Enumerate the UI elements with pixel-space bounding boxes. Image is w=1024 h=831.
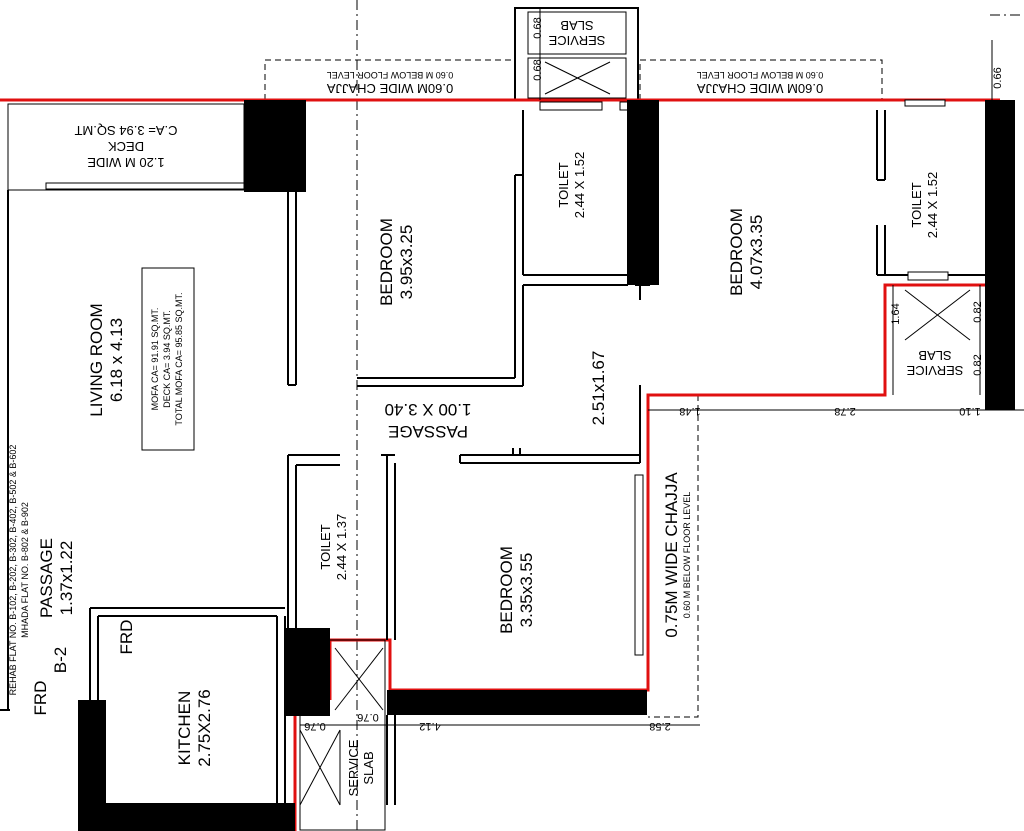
chajja-right-line1: 0.75M WIDE CHAJJA bbox=[662, 472, 681, 638]
chajja-top-right: 0.60M WIDE CHAJJA 0.60 M BELOW FLOOR LEV… bbox=[696, 70, 823, 96]
service-slab-bottom-line1: SERVICE bbox=[346, 739, 361, 796]
toilet3-size: 2.44 X 1.37 bbox=[334, 514, 349, 581]
dim-082b: 0.82 bbox=[972, 354, 984, 375]
service-slab-right-line1: SERVICE bbox=[906, 363, 963, 378]
interior-walls bbox=[0, 99, 985, 831]
chajja-top-left: 0.60M WIDE CHAJJA 0.60 M BELOW FLOOR LEV… bbox=[326, 70, 453, 96]
service-slab-top-label: SERVICE SLAB bbox=[548, 18, 605, 48]
dimension-labels: 0.68 0.68 0.66 1.64 0.82 0.82 1.48 2.78 … bbox=[304, 17, 1004, 732]
bedroom3-label: BEDROOM 3.35x3.55 bbox=[497, 546, 536, 634]
kitchen-name: KITCHEN bbox=[175, 691, 194, 766]
flat-numbers-line2: MHADA FLAT NO. B-802 & B-902 bbox=[20, 502, 30, 638]
area-note-line2: DECK CA= 3.94 SQ.MT. bbox=[162, 310, 172, 408]
toilet1-label: TOILET 2.44 X 1.52 bbox=[556, 152, 587, 219]
bedroom2-size: 4.07x3.35 bbox=[747, 215, 766, 290]
dim-164: 1.64 bbox=[890, 303, 902, 324]
bedroom1-name: BEDROOM bbox=[377, 218, 396, 306]
dim-068a: 0.68 bbox=[532, 17, 544, 38]
chajja-top-left-line1: 0.60M WIDE CHAJJA bbox=[326, 81, 453, 96]
service-slab-bottom-label: SERVICE SLAB bbox=[346, 739, 376, 796]
toilet1-size: 2.44 X 1.52 bbox=[572, 152, 587, 219]
frd-label-1: FRD bbox=[117, 620, 136, 655]
chajja-top-right-line1: 0.60M WIDE CHAJJA bbox=[696, 81, 823, 96]
deck-name: 1.20 M WIDE bbox=[87, 155, 165, 170]
flat-numbers-line1: REHAB FLAT NO. B-102, B-202, B-302, B-40… bbox=[8, 445, 18, 696]
dim-110: 1.10 bbox=[959, 405, 980, 417]
frd-text-1: FRD bbox=[117, 620, 136, 655]
passage-small-label: PASSAGE 1.37x1.22 bbox=[37, 538, 76, 618]
dim-068b: 0.68 bbox=[532, 59, 544, 80]
dim-066: 0.66 bbox=[992, 67, 1004, 88]
frd-text-2: FRD bbox=[31, 681, 50, 716]
toilet3-label: TOILET 2.44 X 1.37 bbox=[318, 514, 349, 581]
area-note-line1: MOFA CA= 91.91 SQ.MT. bbox=[150, 308, 160, 411]
lobby-label: 2.51x1.67 bbox=[589, 351, 608, 426]
passage-main-size: 1.00 X 3.40 bbox=[385, 400, 472, 419]
b2-label: B-2 bbox=[51, 647, 70, 673]
toilet3-name: TOILET bbox=[318, 524, 333, 569]
bedroom2-label: BEDROOM 4.07x3.35 bbox=[727, 208, 766, 296]
bedroom3-size: 3.35x3.55 bbox=[517, 553, 536, 628]
chajja-top-left-line2: 0.60 M BELOW FLOOR LEVEL bbox=[327, 70, 454, 80]
dim-148: 1.48 bbox=[679, 405, 700, 417]
dim-258: 2.58 bbox=[649, 720, 670, 732]
passage-main-name: PASSAGE bbox=[388, 422, 468, 441]
dim-278: 2.78 bbox=[834, 405, 855, 417]
deck-label: 1.20 M WIDE DECK C.A= 3.94 SQ.MT bbox=[74, 123, 177, 170]
dim-082a: 0.82 bbox=[972, 301, 984, 322]
chajja-right: 0.75M WIDE CHAJJA 0.60 M BELOW FLOOR LEV… bbox=[662, 472, 692, 638]
deck-area: C.A= 3.94 SQ.MT bbox=[74, 123, 177, 138]
bedroom3-name: BEDROOM bbox=[497, 546, 516, 634]
dim-412: 4.12 bbox=[419, 720, 440, 732]
toilet1-name: TOILET bbox=[556, 162, 571, 207]
service-slab-top-line1: SERVICE bbox=[548, 33, 605, 48]
toilet2-size: 2.44 X 1.52 bbox=[925, 172, 940, 239]
grid-axis bbox=[356, 0, 1024, 831]
toilet2-label: TOILET 2.44 X 1.52 bbox=[909, 172, 940, 239]
structural-columns bbox=[78, 100, 1015, 831]
area-note-line3: TOTAL MOFA CA= 95.85 SQ.MT. bbox=[174, 292, 184, 425]
kitchen-size: 2.75X2.76 bbox=[195, 689, 214, 767]
passage-main-label: PASSAGE 1.00 X 3.40 bbox=[385, 400, 472, 441]
area-note: MOFA CA= 91.91 SQ.MT. DECK CA= 3.94 SQ.M… bbox=[141, 267, 195, 451]
b2-text: B-2 bbox=[51, 647, 70, 673]
living-room-name: LIVING ROOM bbox=[87, 303, 106, 416]
dim-076a: 0.76 bbox=[304, 720, 325, 732]
lobby-size: 2.51x1.67 bbox=[589, 351, 608, 426]
service-slab-right-line2: SLAB bbox=[918, 348, 951, 363]
kitchen-label: KITCHEN 2.75X2.76 bbox=[175, 689, 214, 767]
passage-small-size: 1.37x1.22 bbox=[57, 541, 76, 616]
bedroom1-size: 3.95x3.25 bbox=[397, 225, 416, 300]
flat-numbers: REHAB FLAT NO. B-102, B-202, B-302, B-40… bbox=[8, 445, 30, 696]
toilet2-name: TOILET bbox=[909, 182, 924, 227]
flat-outline bbox=[0, 98, 1000, 831]
service-slab-top-line2: SLAB bbox=[560, 18, 593, 33]
service-slab-bottom-line2: SLAB bbox=[361, 751, 376, 784]
bedroom2-name: BEDROOM bbox=[727, 208, 746, 296]
dim-076b: 0.76 bbox=[357, 711, 378, 723]
living-room-label: LIVING ROOM 6.18 x 4.13 bbox=[87, 303, 126, 416]
frd-label-2: FRD bbox=[31, 681, 50, 716]
living-room-size: 6.18 x 4.13 bbox=[107, 318, 126, 402]
service-slab-right-label: SERVICE SLAB bbox=[906, 348, 963, 378]
dimension-lines bbox=[300, 8, 1024, 726]
bedroom1-label: BEDROOM 3.95x3.25 bbox=[377, 218, 416, 306]
passage-small-name: PASSAGE bbox=[37, 538, 56, 618]
chajja-right-line2: 0.60 M BELOW FLOOR LEVEL bbox=[682, 492, 692, 619]
chajja-top-right-line2: 0.60 M BELOW FLOOR LEVEL bbox=[697, 70, 824, 80]
deck-line2: DECK bbox=[108, 139, 144, 154]
